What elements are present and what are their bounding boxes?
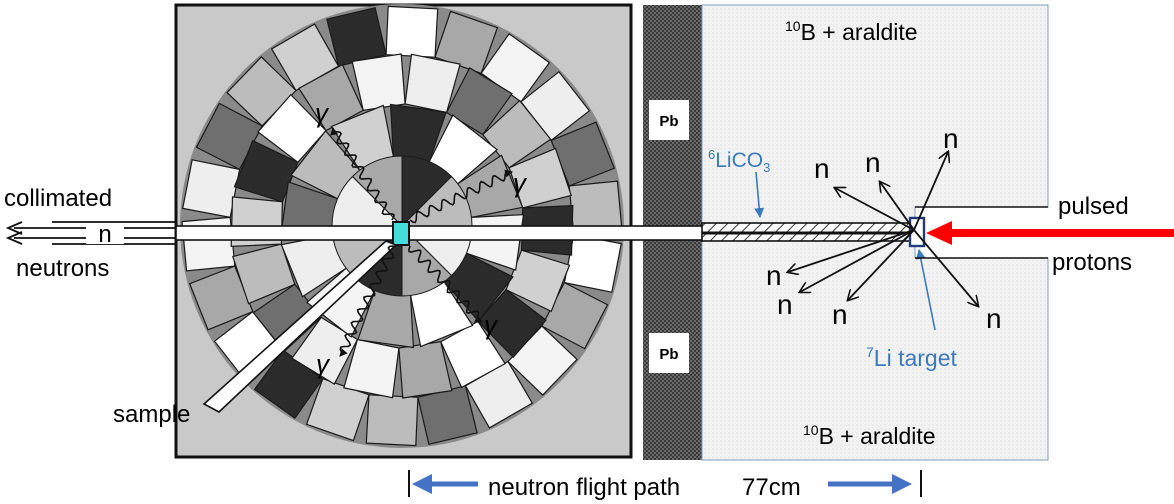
neutron-emission — [788, 152, 978, 306]
detector-crystal — [195, 102, 263, 171]
detector-crystal — [232, 243, 296, 305]
sample-label: sample — [113, 401, 190, 428]
neutron-label: n — [777, 289, 793, 320]
detector-crystal — [298, 63, 364, 132]
gamma-label: γ — [513, 168, 528, 198]
detector-crystal — [343, 338, 400, 399]
flight-path-indicator: neutron flight path 77cm — [408, 470, 922, 501]
detector-crystal — [305, 377, 370, 442]
gamma-label: γ — [315, 98, 330, 128]
boron-label-bottom: 10B + araldite — [803, 422, 936, 449]
detector-crystal — [477, 288, 547, 359]
neutron-label: n — [986, 303, 1002, 334]
pulsed-label: pulsed — [1058, 193, 1129, 220]
gamma-ray-arrow — [408, 245, 483, 323]
li7-label: 7Li target — [866, 344, 958, 371]
li7-annotation: 7Li target — [866, 249, 958, 371]
gamma-label: γ — [484, 310, 499, 340]
pb-label-bottom: Pb — [659, 346, 678, 363]
flight-distance-label: 77cm — [742, 474, 801, 501]
neutron-arrow — [913, 152, 948, 231]
neutron-arrow — [848, 229, 915, 300]
proton-beam — [915, 206, 1174, 259]
detector-crystal — [445, 67, 513, 136]
neutron-arrow — [800, 229, 915, 292]
gamma-ray-arrow — [409, 169, 513, 224]
detector-crystal — [257, 93, 327, 164]
detector-crystal — [541, 281, 609, 350]
detector-crystal — [385, 5, 439, 58]
neutron-output: n — [5, 221, 176, 248]
gamma-ray-arrow — [330, 127, 395, 221]
pb-label-top: Pb — [659, 113, 678, 130]
beam-pipe — [175, 222, 911, 242]
detector-crystal — [508, 147, 572, 209]
boron-label-top: 10B + araldite — [785, 18, 918, 45]
neutron-label: n — [865, 147, 881, 178]
neutron-arrow — [788, 229, 915, 272]
neutron-label: n — [814, 153, 830, 184]
gamma-label: γ — [316, 349, 331, 379]
detector-crystal — [365, 394, 419, 447]
detector-crystal — [434, 10, 499, 75]
detector-crystal — [291, 316, 359, 385]
protons-label: protons — [1052, 249, 1132, 276]
gamma-labels: γ γ γ γ — [315, 98, 528, 379]
beam-n-label: n — [98, 221, 111, 248]
neutron-label: n — [832, 299, 848, 330]
li6-annotation: 6LiCO3 — [708, 147, 770, 218]
detector-crystal — [563, 233, 623, 293]
gamma-rays — [330, 127, 513, 357]
neutron-label: n — [766, 260, 782, 291]
neutron-arrow — [913, 229, 978, 306]
collimated-label: collimated — [4, 185, 112, 212]
sample — [202, 221, 410, 413]
neutron-label: n — [943, 123, 959, 154]
gamma-ray-arrow — [339, 245, 395, 357]
detector-crystal — [440, 320, 506, 389]
li6-label: 6LiCO3 — [708, 147, 770, 175]
neutrons-label: neutrons — [16, 255, 109, 282]
neutron-arrow — [880, 182, 915, 231]
neutron-arrow — [835, 188, 915, 231]
detector-crystal — [404, 53, 461, 114]
flight-path-label: neutron flight path — [488, 474, 680, 501]
neutron-labels: n n n n n n n — [766, 123, 1002, 334]
detector-crystal — [181, 159, 241, 219]
